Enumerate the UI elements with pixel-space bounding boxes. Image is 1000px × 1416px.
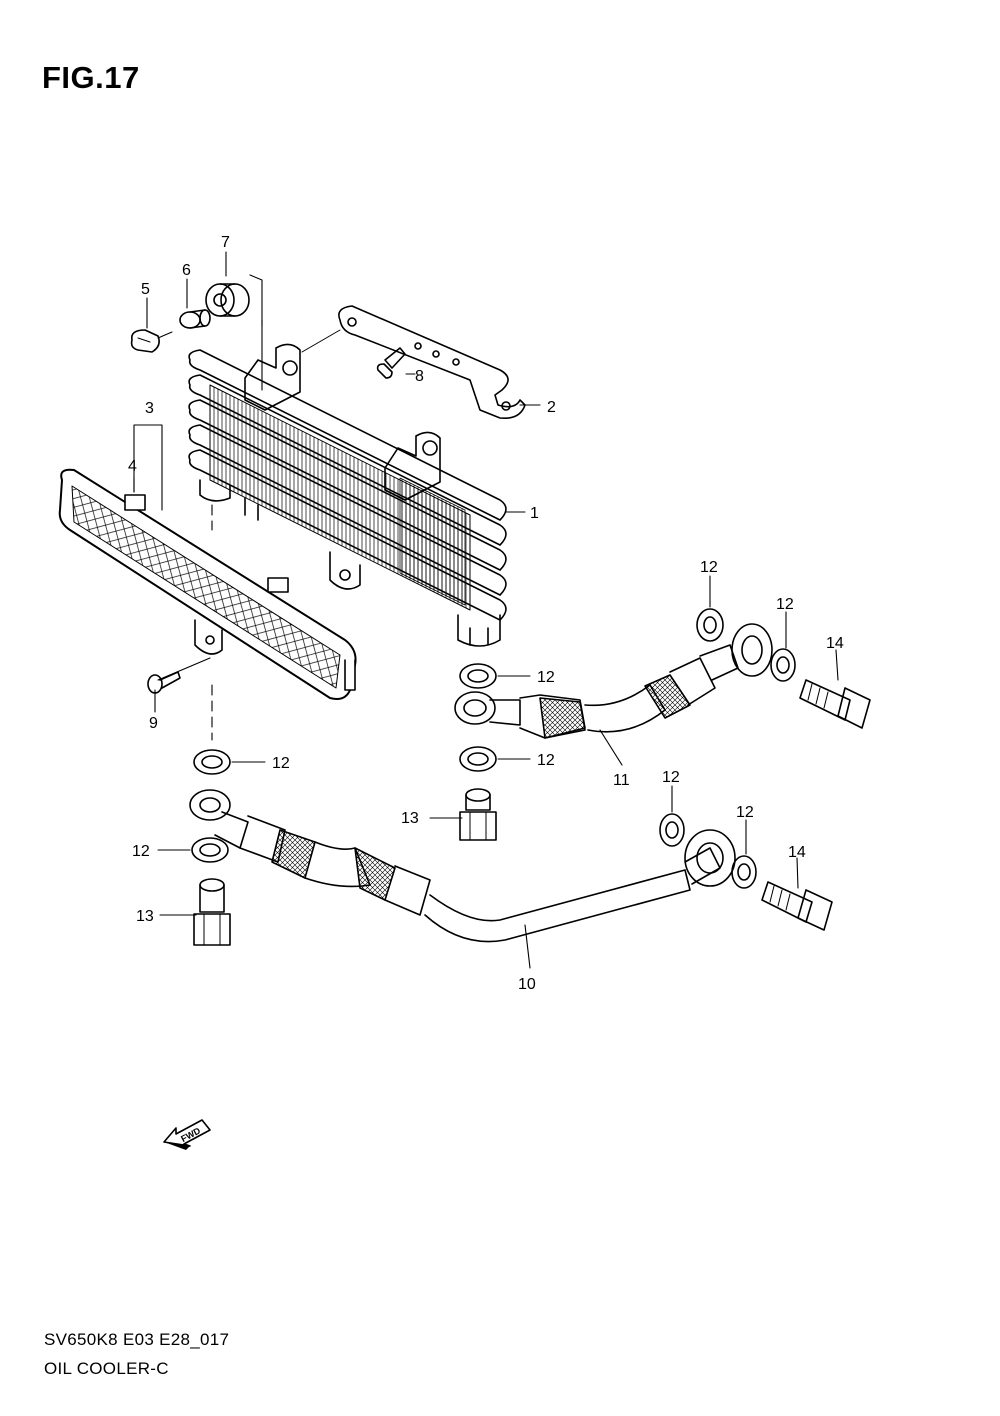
callout-7: 7	[221, 234, 230, 251]
callout-1: 1	[530, 505, 539, 522]
union-bolt-13-upper	[459, 788, 497, 841]
figure-title: FIG.17	[42, 60, 140, 95]
callout-12-a: 12	[700, 559, 718, 576]
forward-direction-badge: FWD	[162, 1110, 214, 1150]
mounting-bracket	[301, 305, 526, 420]
callout-12-g: 12	[662, 769, 680, 786]
figure-name: OIL COOLER-C	[44, 1359, 169, 1378]
union-bolt-14-upper	[799, 679, 871, 729]
callout-12-b: 12	[776, 596, 794, 613]
washer-set	[191, 608, 796, 889]
callout-11: 11	[613, 772, 630, 789]
union-bolt-13-lower	[193, 878, 231, 946]
oil-hose-10	[189, 789, 736, 943]
callout-4: 4	[128, 458, 137, 475]
callout-14-a: 14	[826, 635, 844, 652]
screw-9	[147, 671, 181, 694]
oil-hose-11	[454, 623, 773, 739]
callout-12-f: 12	[132, 843, 150, 860]
callout-14-b: 14	[788, 844, 806, 861]
screw-8	[376, 347, 406, 379]
callout-10: 10	[518, 976, 536, 993]
callout-12-e: 12	[272, 755, 290, 772]
grommet-set	[130, 283, 250, 353]
oil-cooler-screen	[58, 468, 357, 700]
callout-12-h: 12	[736, 804, 754, 821]
union-bolt-14-lower	[761, 881, 833, 931]
callout-5: 5	[141, 281, 150, 298]
callout-labels: 1 2 3 4 5 6 7 8 9 10 11 12 12 12 12 12 1…	[128, 234, 844, 993]
callout-13-a: 13	[401, 810, 419, 827]
callout-12-d: 12	[537, 752, 555, 769]
callout-2: 2	[547, 399, 556, 416]
callout-6: 6	[182, 262, 191, 279]
callout-13-b: 13	[136, 908, 154, 925]
callout-3: 3	[145, 400, 154, 417]
forward-arrow-icon: FWD	[163, 1119, 211, 1150]
callout-12-c: 12	[537, 669, 555, 686]
leader-lines	[133, 251, 839, 969]
figure-code: SV650K8 E03 E28_017	[44, 1330, 230, 1349]
callout-8: 8	[415, 368, 424, 385]
callout-9: 9	[149, 715, 158, 732]
oil-cooler-core	[188, 343, 507, 647]
